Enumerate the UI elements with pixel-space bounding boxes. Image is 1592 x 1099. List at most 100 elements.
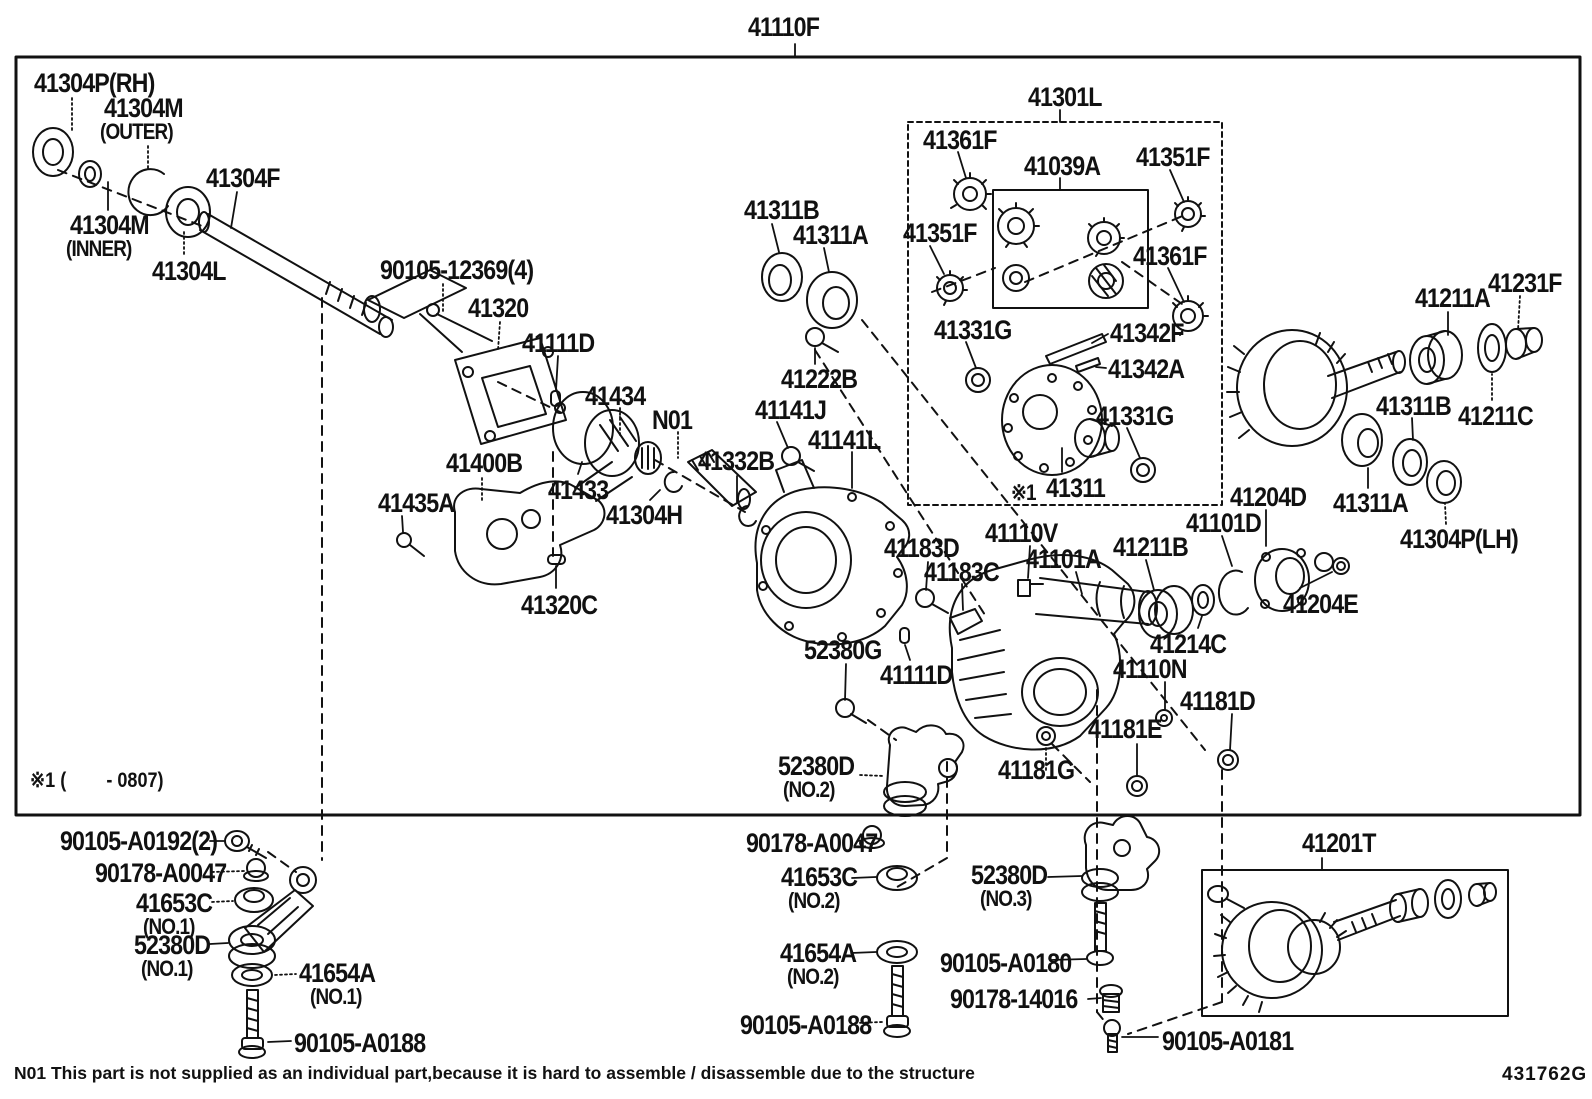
part-label-52380d: 52380D: [778, 751, 855, 781]
part-label-41111d: 41111D: [522, 328, 595, 358]
part-label-41654a: 41654A: [780, 938, 857, 968]
part-label-41400b: 41400B: [446, 448, 523, 478]
part-label-41181e: 41181E: [1088, 714, 1162, 744]
part-label-inner: (INNER): [66, 236, 132, 261]
part-label-41183d: 41183D: [884, 533, 960, 563]
ring-gear-and-pinion: [1226, 323, 1543, 504]
part-label-41211a: 41211A: [1415, 283, 1491, 313]
part-label-outer: (OUTER): [100, 119, 174, 144]
part-label-41301l: 41301L: [1028, 82, 1102, 112]
part-label-41433: 41433: [548, 475, 609, 505]
diff-carrier-41101a: [835, 548, 1350, 797]
part-label-41304p-lh: 41304P(LH): [1400, 524, 1519, 554]
part-label-41101d: 41101D: [1186, 508, 1262, 538]
drive-gear-kit-41201t: [1207, 879, 1497, 1013]
part-label-90178-14016: 90178-14016: [950, 984, 1078, 1014]
part-label-41320c: 41320C: [521, 590, 598, 620]
part-label-90105-a0188: 90105-A0188: [740, 1010, 872, 1040]
part-label-52380d: 52380D: [134, 930, 211, 960]
diff-case-kit-contents: [936, 172, 1209, 483]
front-housing-41141l: [754, 459, 911, 646]
part-label-no-1: (NO.1): [141, 956, 193, 981]
part-label-41111d: 41111D: [880, 660, 953, 690]
part-label-90178-a0047: 90178-A0047: [746, 828, 878, 858]
part-label-no-3: (NO.3): [980, 886, 1032, 911]
part-label-41434: 41434: [585, 381, 646, 411]
part-label-41211b: 41211B: [1113, 532, 1189, 562]
link-cluster-no2: [859, 825, 918, 1038]
part-label-no-1: (NO.1): [310, 984, 362, 1009]
pinion-retainer-41320: [363, 269, 567, 445]
part-label-41311: 41311: [1046, 473, 1106, 503]
part-label-no-2: (NO.2): [787, 964, 839, 989]
part-label-41304m: 41304M: [104, 93, 184, 123]
part-label-41110f: 41110F: [748, 12, 820, 42]
drawing-code: 431762G: [1502, 1064, 1588, 1085]
axle-shaft-parts: [32, 127, 394, 338]
part-label-1-0807: ※1 ( - 0807): [30, 769, 164, 792]
part-label-41653c: 41653C: [136, 888, 213, 918]
part-label-41231f: 41231F: [1488, 268, 1562, 298]
part-label-41214c: 41214C: [1150, 629, 1227, 659]
part-label-41222b: 41222B: [781, 364, 858, 394]
part-label-41304p-rh: 41304P(RH): [34, 68, 155, 98]
part-label-41039a: 41039A: [1024, 151, 1101, 181]
part-label-41342a: 41342A: [1108, 354, 1185, 384]
part-label-41653c: 41653C: [781, 862, 858, 892]
part-label-41361f: 41361F: [1133, 241, 1207, 271]
part-label-no-1: (NO.1): [143, 914, 195, 939]
part-label-no-2: (NO.2): [783, 777, 835, 802]
part-label-41183c: 41183C: [924, 557, 1000, 587]
part-label-41211c: 41211C: [1458, 401, 1534, 431]
part-label-41204d: 41204D: [1230, 482, 1307, 512]
coupling-and-stub-shaft: [550, 390, 757, 510]
part-label-41361f: 41361F: [923, 125, 997, 155]
part-label-90105-a0188: 90105-A0188: [294, 1028, 426, 1058]
part-label-n01: N01: [652, 405, 693, 435]
part-label-1: ※1: [1011, 480, 1037, 505]
part-label-90105-a0180: 90105-A0180: [940, 948, 1072, 978]
link-cluster-no1: [224, 830, 317, 1059]
part-label-41311a: 41311A: [793, 220, 869, 250]
main-border: [14, 55, 1582, 817]
part-label-41311b: 41311B: [1376, 391, 1452, 421]
part-label-41311b: 41311B: [744, 195, 820, 225]
part-label-41181d: 41181D: [1180, 686, 1256, 716]
drive-gear-box-41201t: [1201, 869, 1509, 1017]
assembly-dashed-lines: [57, 169, 1223, 1035]
part-label-41204e: 41204E: [1283, 589, 1359, 619]
part-label-90178-a0047: 90178-A0047: [95, 858, 227, 888]
part-label-no-2: (NO.2): [788, 888, 840, 913]
link-cluster-no3: [1081, 815, 1161, 1053]
part-label-90105-12369-4: 90105-12369(4): [380, 255, 534, 285]
part-label-41304m: 41304M: [70, 210, 150, 240]
part-label-41331g: 41331G: [1096, 401, 1174, 431]
footnote: N01 This part is not supplied as an indi…: [14, 1063, 975, 1083]
part-label-41181g: 41181G: [998, 755, 1075, 785]
diff-kit-box-41301l: [907, 121, 1223, 506]
part-label-41201t: 41201T: [1302, 828, 1376, 858]
part-label-41110n: 41110N: [1113, 654, 1187, 684]
part-label-41141j: 41141J: [755, 395, 827, 425]
mount-bracket-no2: [883, 724, 965, 817]
part-label-41320: 41320: [468, 293, 529, 323]
part-label-41351f: 41351F: [1136, 142, 1210, 172]
part-label-41304h: 41304H: [606, 500, 683, 530]
part-label-41101a: 41101A: [1026, 544, 1102, 574]
part-label-90105-a0192-2: 90105-A0192(2): [60, 826, 218, 856]
leader-lines: [71, 43, 1521, 1043]
part-label-41332b: 41332B: [698, 446, 775, 476]
part-label-41304l: 41304L: [152, 256, 226, 286]
part-label-41311a: 41311A: [1333, 488, 1409, 518]
part-label-41435a: 41435A: [378, 488, 455, 518]
part-label-90105-a0181: 90105-A0181: [1162, 1026, 1294, 1056]
part-label-41110v: 41110V: [985, 518, 1058, 548]
part-label-41304f: 41304F: [206, 163, 280, 193]
part-label-41331g: 41331G: [934, 315, 1012, 345]
part-label-41351f: 41351F: [903, 218, 977, 248]
part-label-52380d: 52380D: [971, 860, 1048, 890]
part-label-41342f: 41342F: [1110, 318, 1184, 348]
side-bearing-parts-left: [738, 252, 858, 527]
